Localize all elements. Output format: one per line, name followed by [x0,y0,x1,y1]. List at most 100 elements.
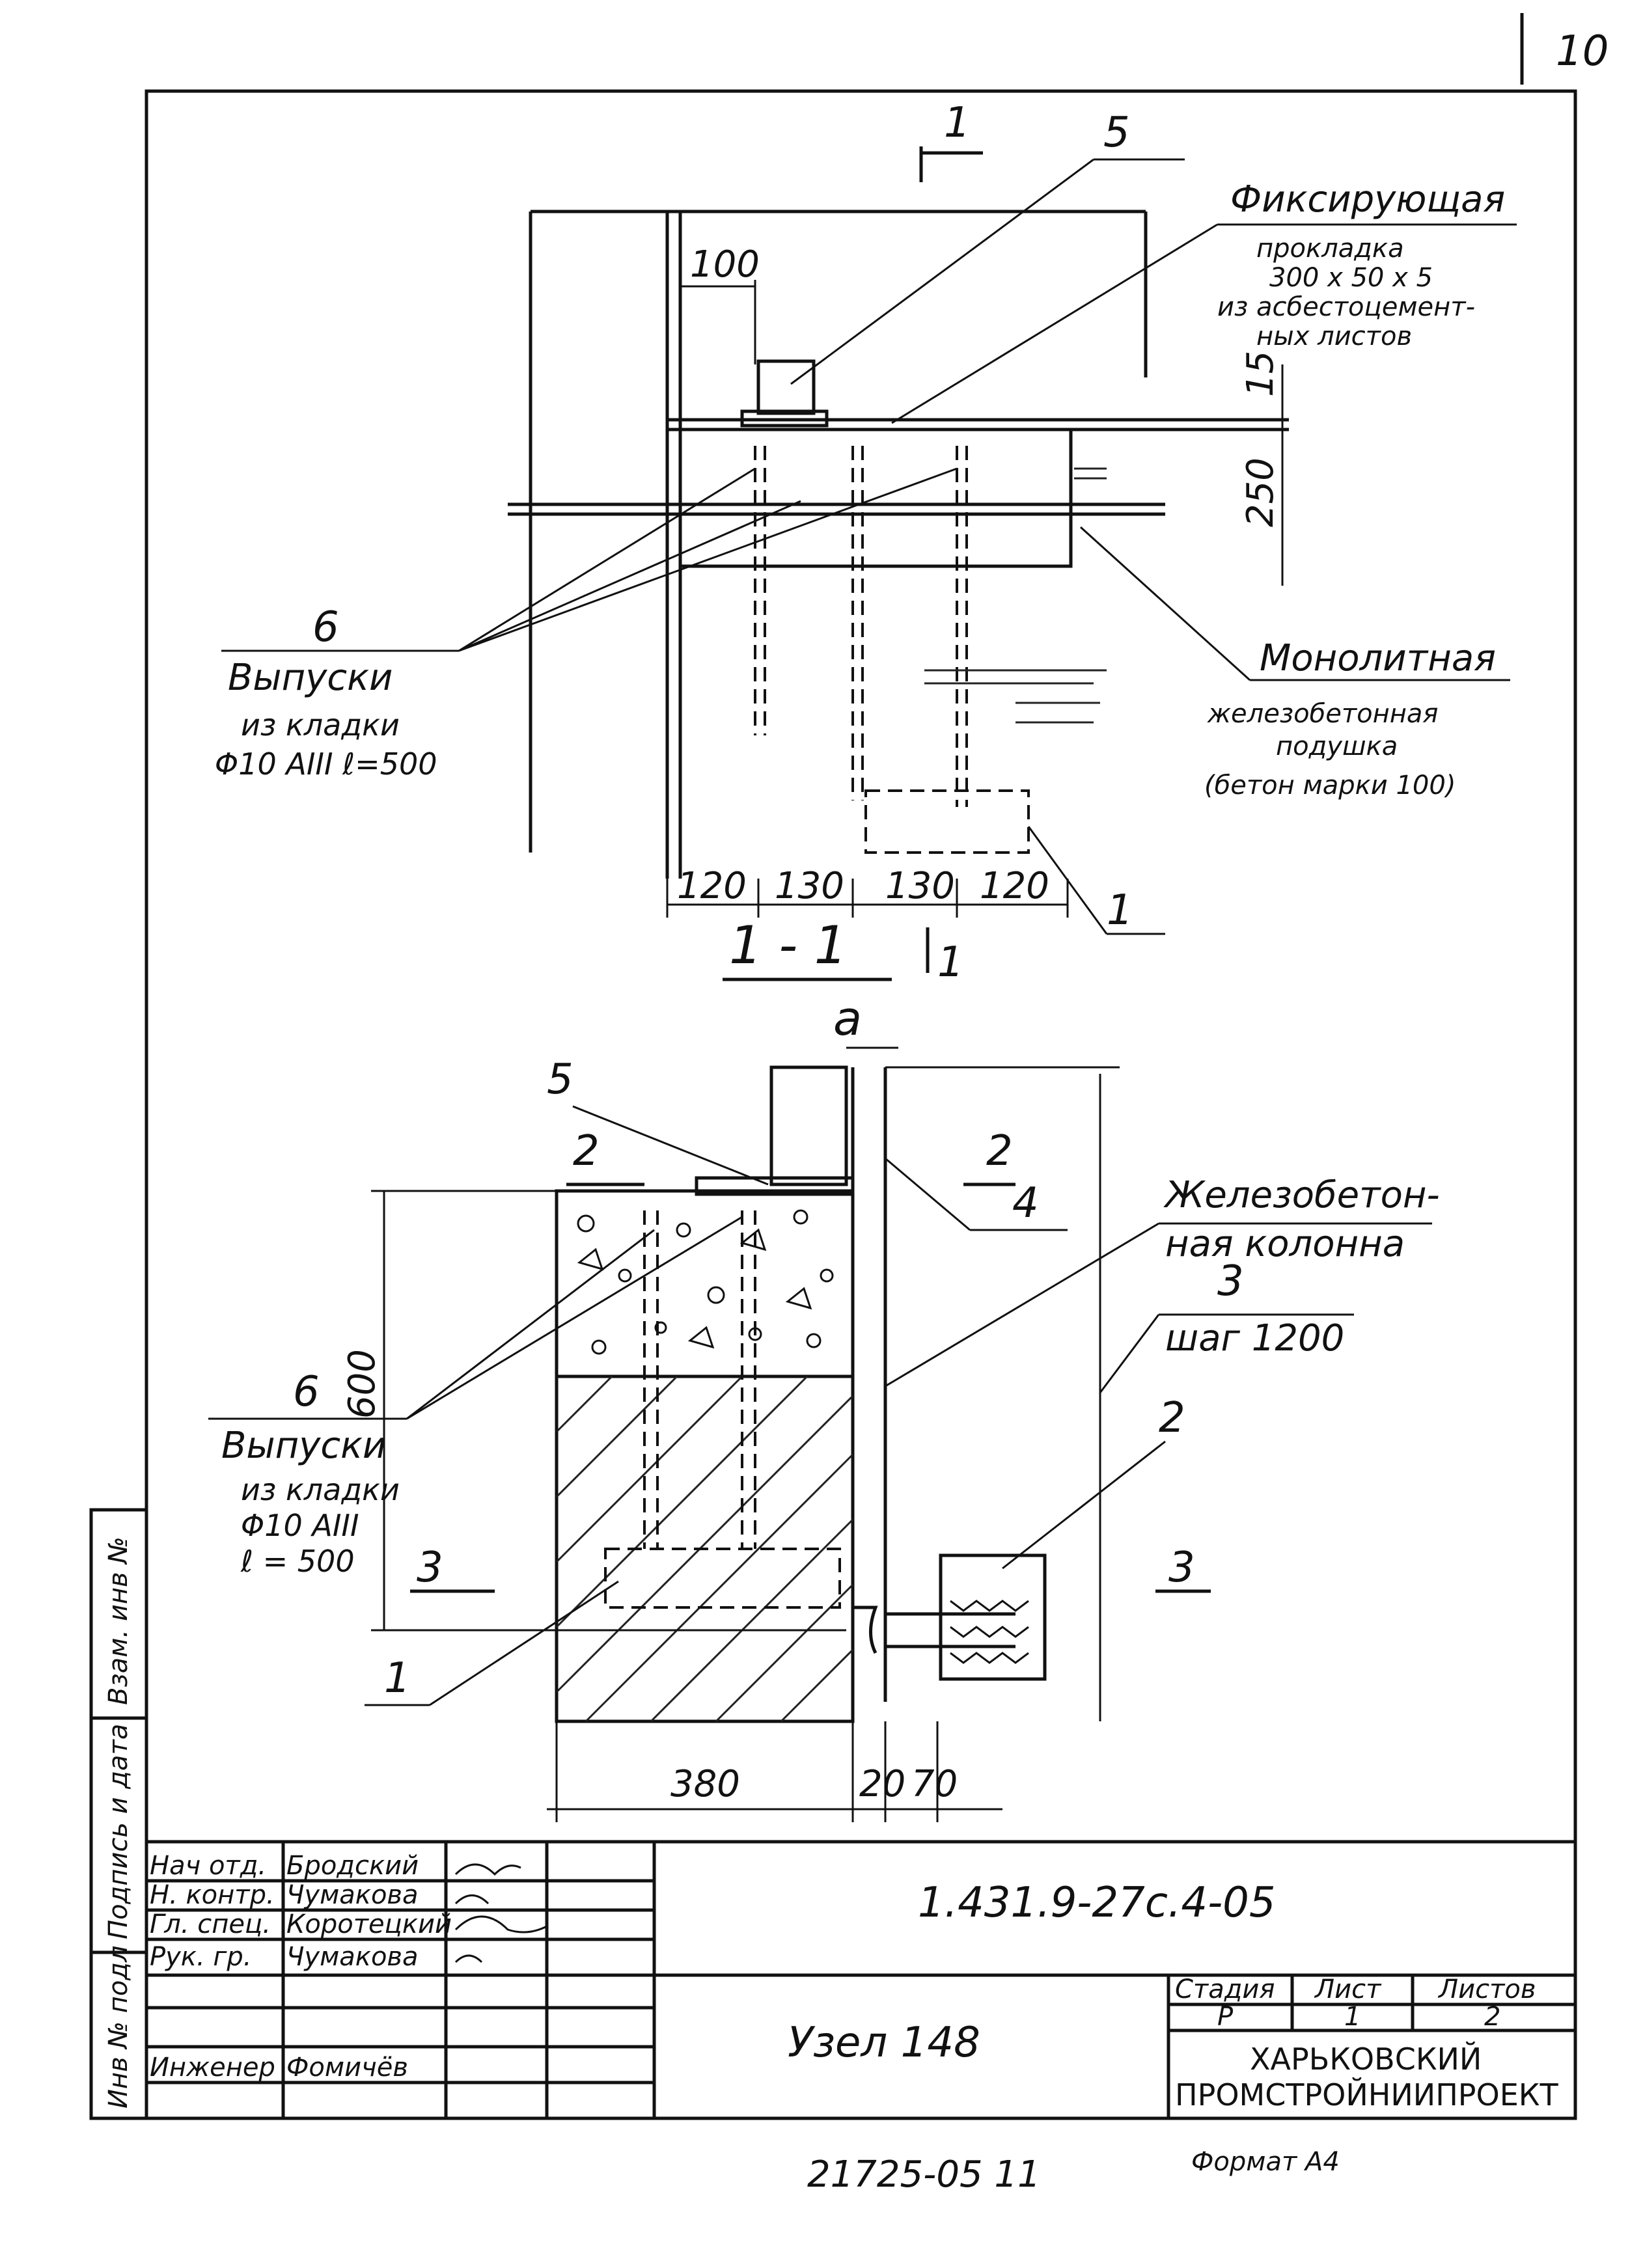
stage-value: Р [1217,2002,1234,2032]
dim-130b: 130 [885,865,955,907]
tb-role-6: Инженер [150,2053,275,2083]
dim-600: 600 [341,1349,383,1419]
masonry-wall [555,1374,855,1723]
sheet-number: 10 [1556,27,1609,75]
leader-step [1099,1314,1160,1393]
sheet-header: Лист [1314,1974,1382,2004]
dim-a: a [833,991,862,1046]
dim-130a: 130 [775,865,844,907]
cut-3-right: 3 [1168,1544,1195,1592]
footer-number: 21725-05 11 [807,2153,1041,2196]
vypuski-top-title: Выпуски [228,657,393,699]
tb-role-3: Рук. гр. [150,1942,252,1972]
leader-6a [458,467,756,652]
node-name: Узел 148 [788,2019,980,2067]
vypuski-bottom-line4: ℓ = 500 [240,1544,355,1579]
callout-6-bottom: 6 [293,1368,320,1416]
section-view: a 5 2 2 [208,991,1440,1822]
monolithic-title: Монолитная [1260,637,1496,679]
signature-3 [454,1954,483,1963]
fixing-pad-title: Фиксирующая [1230,178,1505,221]
cushion-outline [864,789,1030,854]
cut-2-right: 2 [986,1127,1013,1175]
callout-3: 3 [1217,1257,1244,1305]
tb-role-2: Гл. спец. [150,1909,271,1939]
callout-1-top: 1 [1107,886,1133,935]
leader-4 [885,1157,971,1231]
callout-2: 2 [1159,1394,1185,1442]
tb-role-1: Н. контр. [150,1880,275,1910]
leader-6e [406,1216,743,1420]
side-stamp: Инв № подл Подпись и дата Взам. инв № [89,1508,148,2120]
leader-6d [406,1229,655,1420]
fixing-pad-line3: 300 x 50 x 5 [1269,263,1433,293]
title-block: Нач отд. Бродский Н. контр. Чумакова Гл.… [145,1840,1577,2120]
aggregate-dots [577,1209,834,1355]
hatch-marks-plan [924,467,1107,724]
leader-6c [458,467,958,652]
cut-2-left: 2 [573,1127,600,1175]
tb-name-0: Бродский [286,1851,419,1881]
vypuski-bottom-title: Выпуски [221,1425,386,1467]
plan-view: 1 100 5 [215,99,1517,987]
side-stamp-inv: Инв № подл [104,1945,133,2109]
leader-5 [790,158,1094,385]
concrete-cushion [555,1189,855,1378]
org-line2: ПРОМСТРОЙНИИПРОЕКТ [1175,2077,1558,2112]
leader-column [885,1222,1159,1387]
cut-3-left: 3 [417,1544,443,1592]
dim-250: 250 [1239,458,1282,527]
callout-1-bottom: 1 [384,1654,411,1702]
tb-name-6: Фомичёв [286,2053,408,2083]
column-title: Железобетон- [1163,1174,1440,1216]
section-cut-label-bottom: 1 [937,938,964,987]
section-title: 1 - 1 [729,915,848,976]
masonry-hatch [555,1375,854,1723]
leader-monolithic [1079,526,1251,681]
title-block-frame [145,1840,1577,2120]
vypuski-bottom-line2: из кладки [241,1472,400,1507]
callout-5-bottom: 5 [547,1056,573,1104]
dim-380: 380 [670,1763,740,1805]
dim-20: 20 [859,1763,905,1805]
leader-1-top [1027,826,1108,935]
sheets-header: Листов [1437,1974,1536,2004]
tb-name-3: Чумакова [286,1942,419,1972]
callout-4: 4 [1012,1179,1039,1227]
fixing-pad-line2: прокладка [1256,234,1404,264]
cushion-outline-section [604,1548,841,1609]
monolithic-line4: (бетон марки 100) [1204,771,1456,800]
monolithic-line3: подушка [1276,731,1398,761]
org-line1: ХАРЬКОВСКИЙ [1250,2042,1482,2077]
signature-1 [454,1894,490,1905]
side-stamp-frame [89,1508,148,2120]
drawing-frame [145,89,1577,2120]
side-stamp-replace: Взам. инв № [104,1537,133,1705]
anchor-bracket [853,1605,878,1654]
dim-70: 70 [911,1763,958,1805]
dim-15: 15 [1239,351,1282,397]
step-note: шаг 1200 [1165,1317,1344,1359]
stage-header: Стадия [1175,1974,1275,2004]
signature-2 [454,1915,547,1933]
vypuski-top-line2: из кладки [241,707,400,743]
anchor-welds [950,1600,1029,1664]
sheet-value: 1 [1344,2002,1361,2032]
leader-6b [458,500,801,652]
footer-format: Формат А4 [1191,2147,1340,2177]
tb-role-0: Нач отд. [150,1851,266,1881]
dim-120b: 120 [980,865,1049,907]
anchor-rods [885,1612,1015,1648]
plate-5 [756,359,816,415]
column-stub [769,1065,848,1186]
dim-120a: 120 [677,865,747,907]
tb-name-1: Чумакова [286,1880,419,1910]
section-cut-label: 1 [944,99,971,147]
tb-name-2: Коротецкий [286,1909,452,1939]
fixing-pad-line4: из асбестоцемент- [1217,292,1475,322]
vypuski-bottom-line3: Φ10 AIII [241,1508,359,1543]
signature-0 [454,1863,521,1876]
leader-2 [1002,1440,1166,1570]
leader-5-bottom [572,1105,769,1186]
